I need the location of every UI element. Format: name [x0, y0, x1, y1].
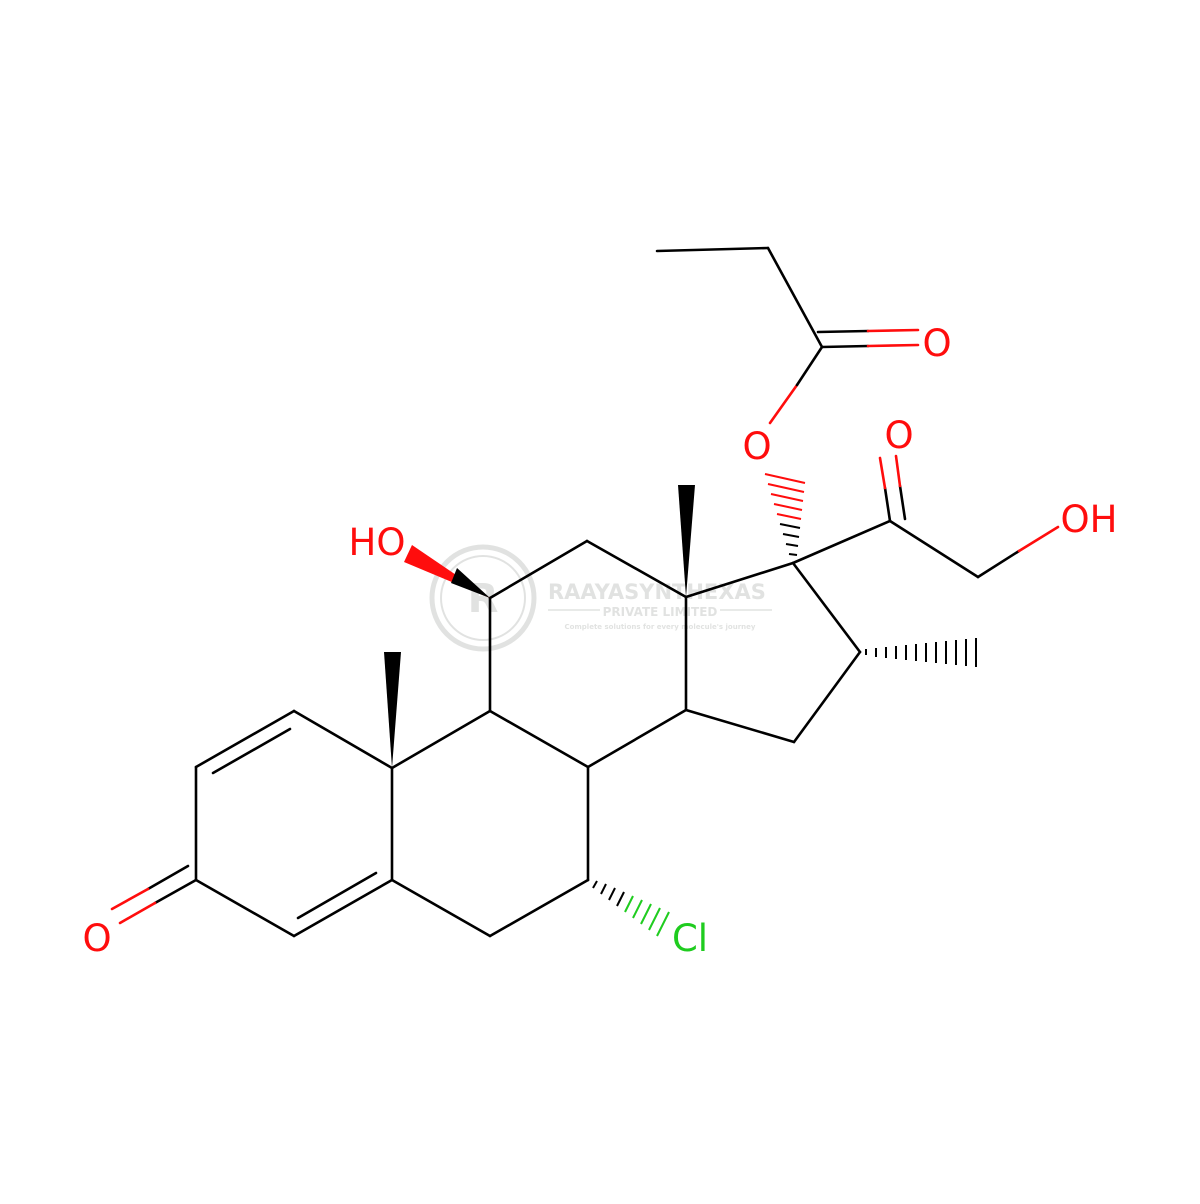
wedge-c13-methyl	[678, 485, 695, 597]
bond-c10-c1	[292, 709, 394, 770]
wedge-c11-oh-base	[451, 568, 490, 598]
watermark: R RAAYASYNTHEXAS PRIVATE LIMITED Complet…	[429, 544, 772, 652]
hash-c16-methyl	[865, 638, 977, 667]
wedge-c10-methyl	[384, 652, 401, 768]
watermark-title: RAAYASYNTHEXAS	[548, 580, 766, 604]
bond-c9-c10	[390, 709, 492, 770]
bond-c12-c13	[585, 539, 688, 599]
bond-c20-o-black-a	[883, 486, 892, 523]
bond-o-carbonyl-red	[768, 383, 799, 425]
bond-c20-o-red-a	[878, 456, 887, 490]
bond-c8-c9	[488, 709, 590, 769]
hash-c17-o	[764, 473, 806, 556]
bond-ch2-ch3	[655, 246, 770, 253]
bond-o-carbonyl-black	[795, 345, 824, 387]
bond-c16-c15	[792, 650, 862, 744]
bond-c3-o-red-b	[110, 887, 150, 911]
atom-ester-carbonyl-oxygen: O	[922, 322, 951, 365]
bond-c3-o-red-a	[118, 901, 157, 925]
watermark-tagline: Complete solutions for every molecule's …	[565, 623, 756, 631]
bond-c14-c8	[586, 708, 688, 769]
bond-carbonyl-ch2	[766, 246, 824, 349]
atom-keto-oxygen: O	[884, 414, 913, 457]
bond-c17-c16	[791, 561, 862, 654]
bond-ester-co-black-a	[820, 344, 870, 349]
bond-c21-o-black	[976, 549, 1021, 579]
atom-chlorine: Cl	[672, 917, 708, 960]
bond-c4-c5-double	[296, 871, 378, 920]
bond-c15-c14	[684, 708, 796, 744]
ring-d	[684, 561, 862, 744]
watermark-logo-ring	[429, 544, 537, 652]
propionate-group: O	[655, 246, 952, 425]
watermark-subtitle: PRIVATE LIMITED	[603, 605, 718, 619]
bond-c11-c12	[488, 539, 589, 600]
bond-c20-o-black-b	[898, 484, 907, 521]
ring-a	[194, 709, 394, 938]
bond-c3-c4	[194, 878, 296, 938]
bond-ester-co-black-b	[816, 329, 870, 334]
bond-ester-co-red-a	[866, 343, 920, 348]
bond-c4-c5	[292, 878, 394, 938]
atom-hydroxyl-left: HO	[349, 521, 406, 564]
bond-ester-co-red-b	[866, 328, 920, 333]
watermark-logo-inner-ring	[440, 555, 526, 641]
atom-hydroxyl-right: OH	[1061, 498, 1118, 541]
ring-b	[390, 709, 590, 938]
bond-c5-c6	[390, 878, 492, 938]
bond-c3-o-black-a	[153, 878, 198, 905]
atom-ester-oxygen: O	[742, 425, 771, 468]
atom-o-enone: O	[82, 917, 111, 960]
bond-c20-o-red-b	[894, 454, 902, 488]
bond-c6-c7	[488, 878, 590, 938]
side-chain: O OH	[791, 414, 1118, 579]
bond-c21-o-red	[1017, 525, 1060, 553]
bond-c17-c20	[791, 519, 892, 565]
bond-c3-o-black-b	[146, 864, 190, 891]
bond-c1-c2	[194, 709, 296, 769]
ring-c	[488, 539, 688, 769]
bond-c13-c17	[684, 561, 795, 599]
c3-ketone: O	[82, 864, 198, 960]
bond-c20-c21	[888, 519, 980, 579]
hash-c7-cl	[592, 880, 670, 937]
bond-c1-c2-double	[211, 727, 292, 775]
